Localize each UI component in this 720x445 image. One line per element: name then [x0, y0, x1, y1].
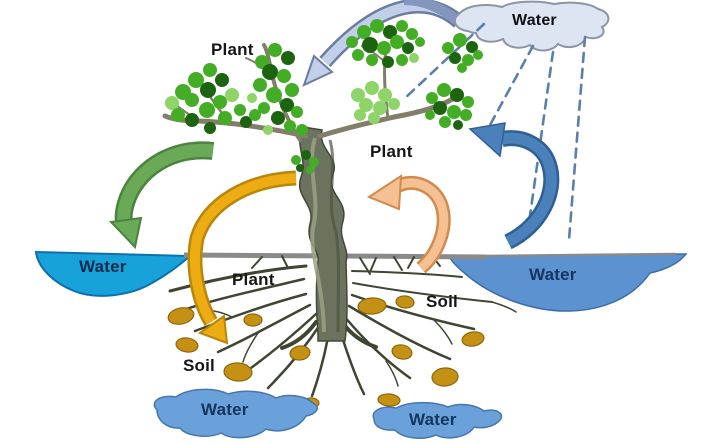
- puddle-right: [372, 401, 503, 439]
- label-water-cloud: Water: [512, 12, 557, 29]
- leaf-cluster-left: [165, 63, 261, 134]
- green-arrow: [108, 141, 215, 250]
- label-water-left-lake: Water: [79, 257, 127, 276]
- puddle-left: [153, 388, 318, 439]
- label-water-right-lake: Water: [529, 265, 577, 284]
- gold-arrow: [187, 170, 297, 345]
- label-water-puddle-left: Water: [201, 400, 249, 419]
- leaf-cluster-trunk: [291, 150, 319, 174]
- leaf-cluster-right: [425, 83, 474, 130]
- leaf-cluster-center: [253, 43, 308, 136]
- rain-lines: [402, 22, 587, 242]
- label-plant-underground: Plant: [232, 270, 275, 289]
- label-plant-right: Plant: [370, 142, 413, 161]
- label-soil-left: Soil: [183, 356, 215, 375]
- leaf-cluster-top-right: [442, 33, 483, 73]
- lake-left: [34, 250, 193, 297]
- leaf-cluster-light: [351, 81, 400, 124]
- cloud: [453, 0, 610, 52]
- evaporation-arrow: [468, 122, 560, 250]
- lake-right: [447, 253, 688, 312]
- label-water-puddle-right: Water: [409, 410, 457, 429]
- label-soil-right: Soil: [426, 292, 458, 311]
- orange-arrow: [366, 174, 451, 274]
- leaf-cluster-top: [346, 19, 425, 68]
- label-plant-top: Plant: [211, 40, 254, 59]
- tree-trunk: [298, 126, 348, 342]
